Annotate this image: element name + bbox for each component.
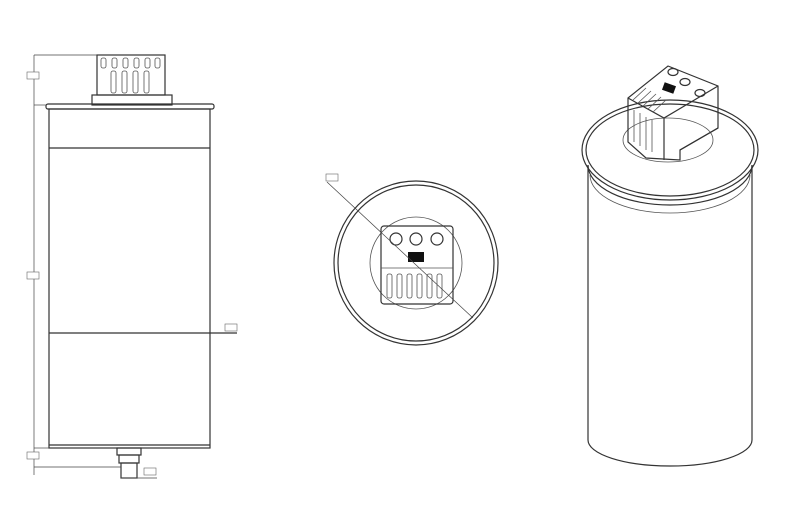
mounting-stud [116,447,142,479]
dimension-labels [26,71,238,476]
terminal-block-3d [627,65,719,161]
can-body-3d [587,165,753,467]
top-view [325,173,499,346]
dimension-label [325,173,339,182]
can-body [48,108,211,449]
terminal-hole [430,232,444,246]
isometric-view [581,65,759,467]
terminal-hole [409,232,423,246]
front-view [26,54,238,479]
terminal-hole [389,232,403,246]
dimension-lines [33,54,157,479]
terminal-block-side [91,54,173,106]
marking-label [408,252,424,262]
terminal-block-top [380,225,454,305]
